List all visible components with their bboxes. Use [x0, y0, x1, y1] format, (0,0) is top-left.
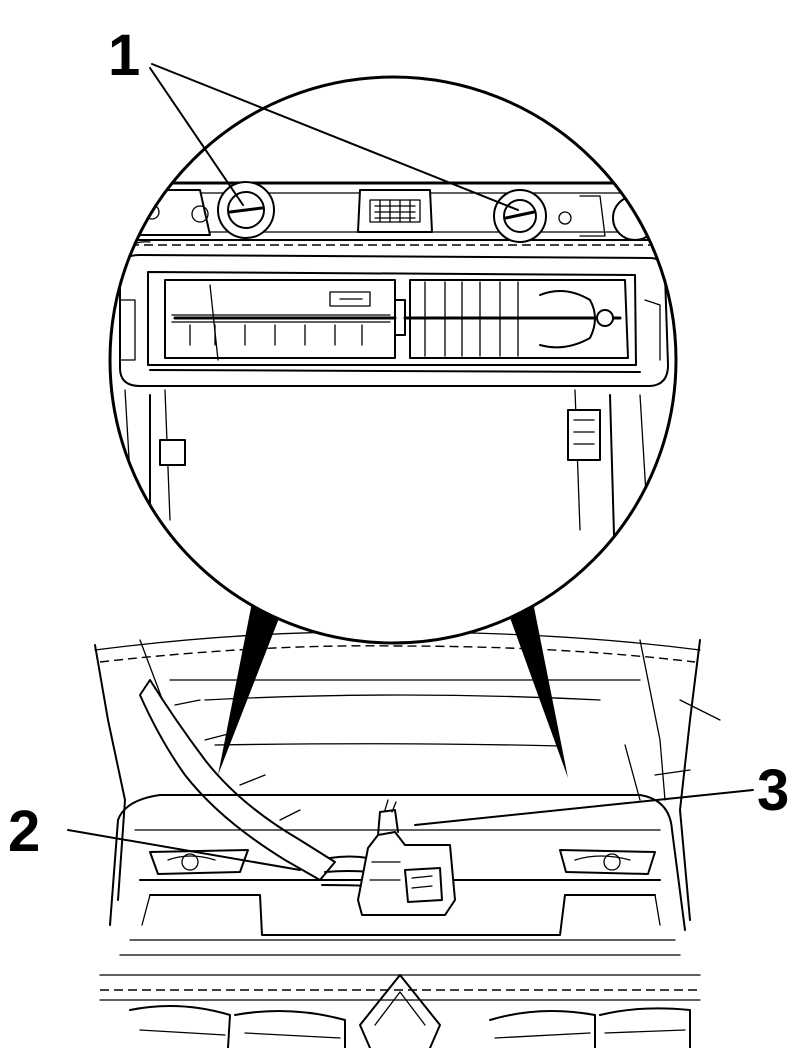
- detail-magnifier: [108, 75, 678, 645]
- leader-line-2: [67, 829, 301, 871]
- callout-1: 1: [108, 23, 140, 88]
- callout-2: 2: [8, 799, 40, 864]
- callout-3: 3: [757, 758, 789, 823]
- leader-line-1a: [149, 67, 244, 206]
- dashboard-view: [94, 631, 721, 1048]
- leader-line-3: [414, 789, 754, 826]
- leader-line-1b: [151, 63, 519, 211]
- magnifier-projection-left: [218, 572, 290, 775]
- magnifier-projection-right: [500, 572, 568, 778]
